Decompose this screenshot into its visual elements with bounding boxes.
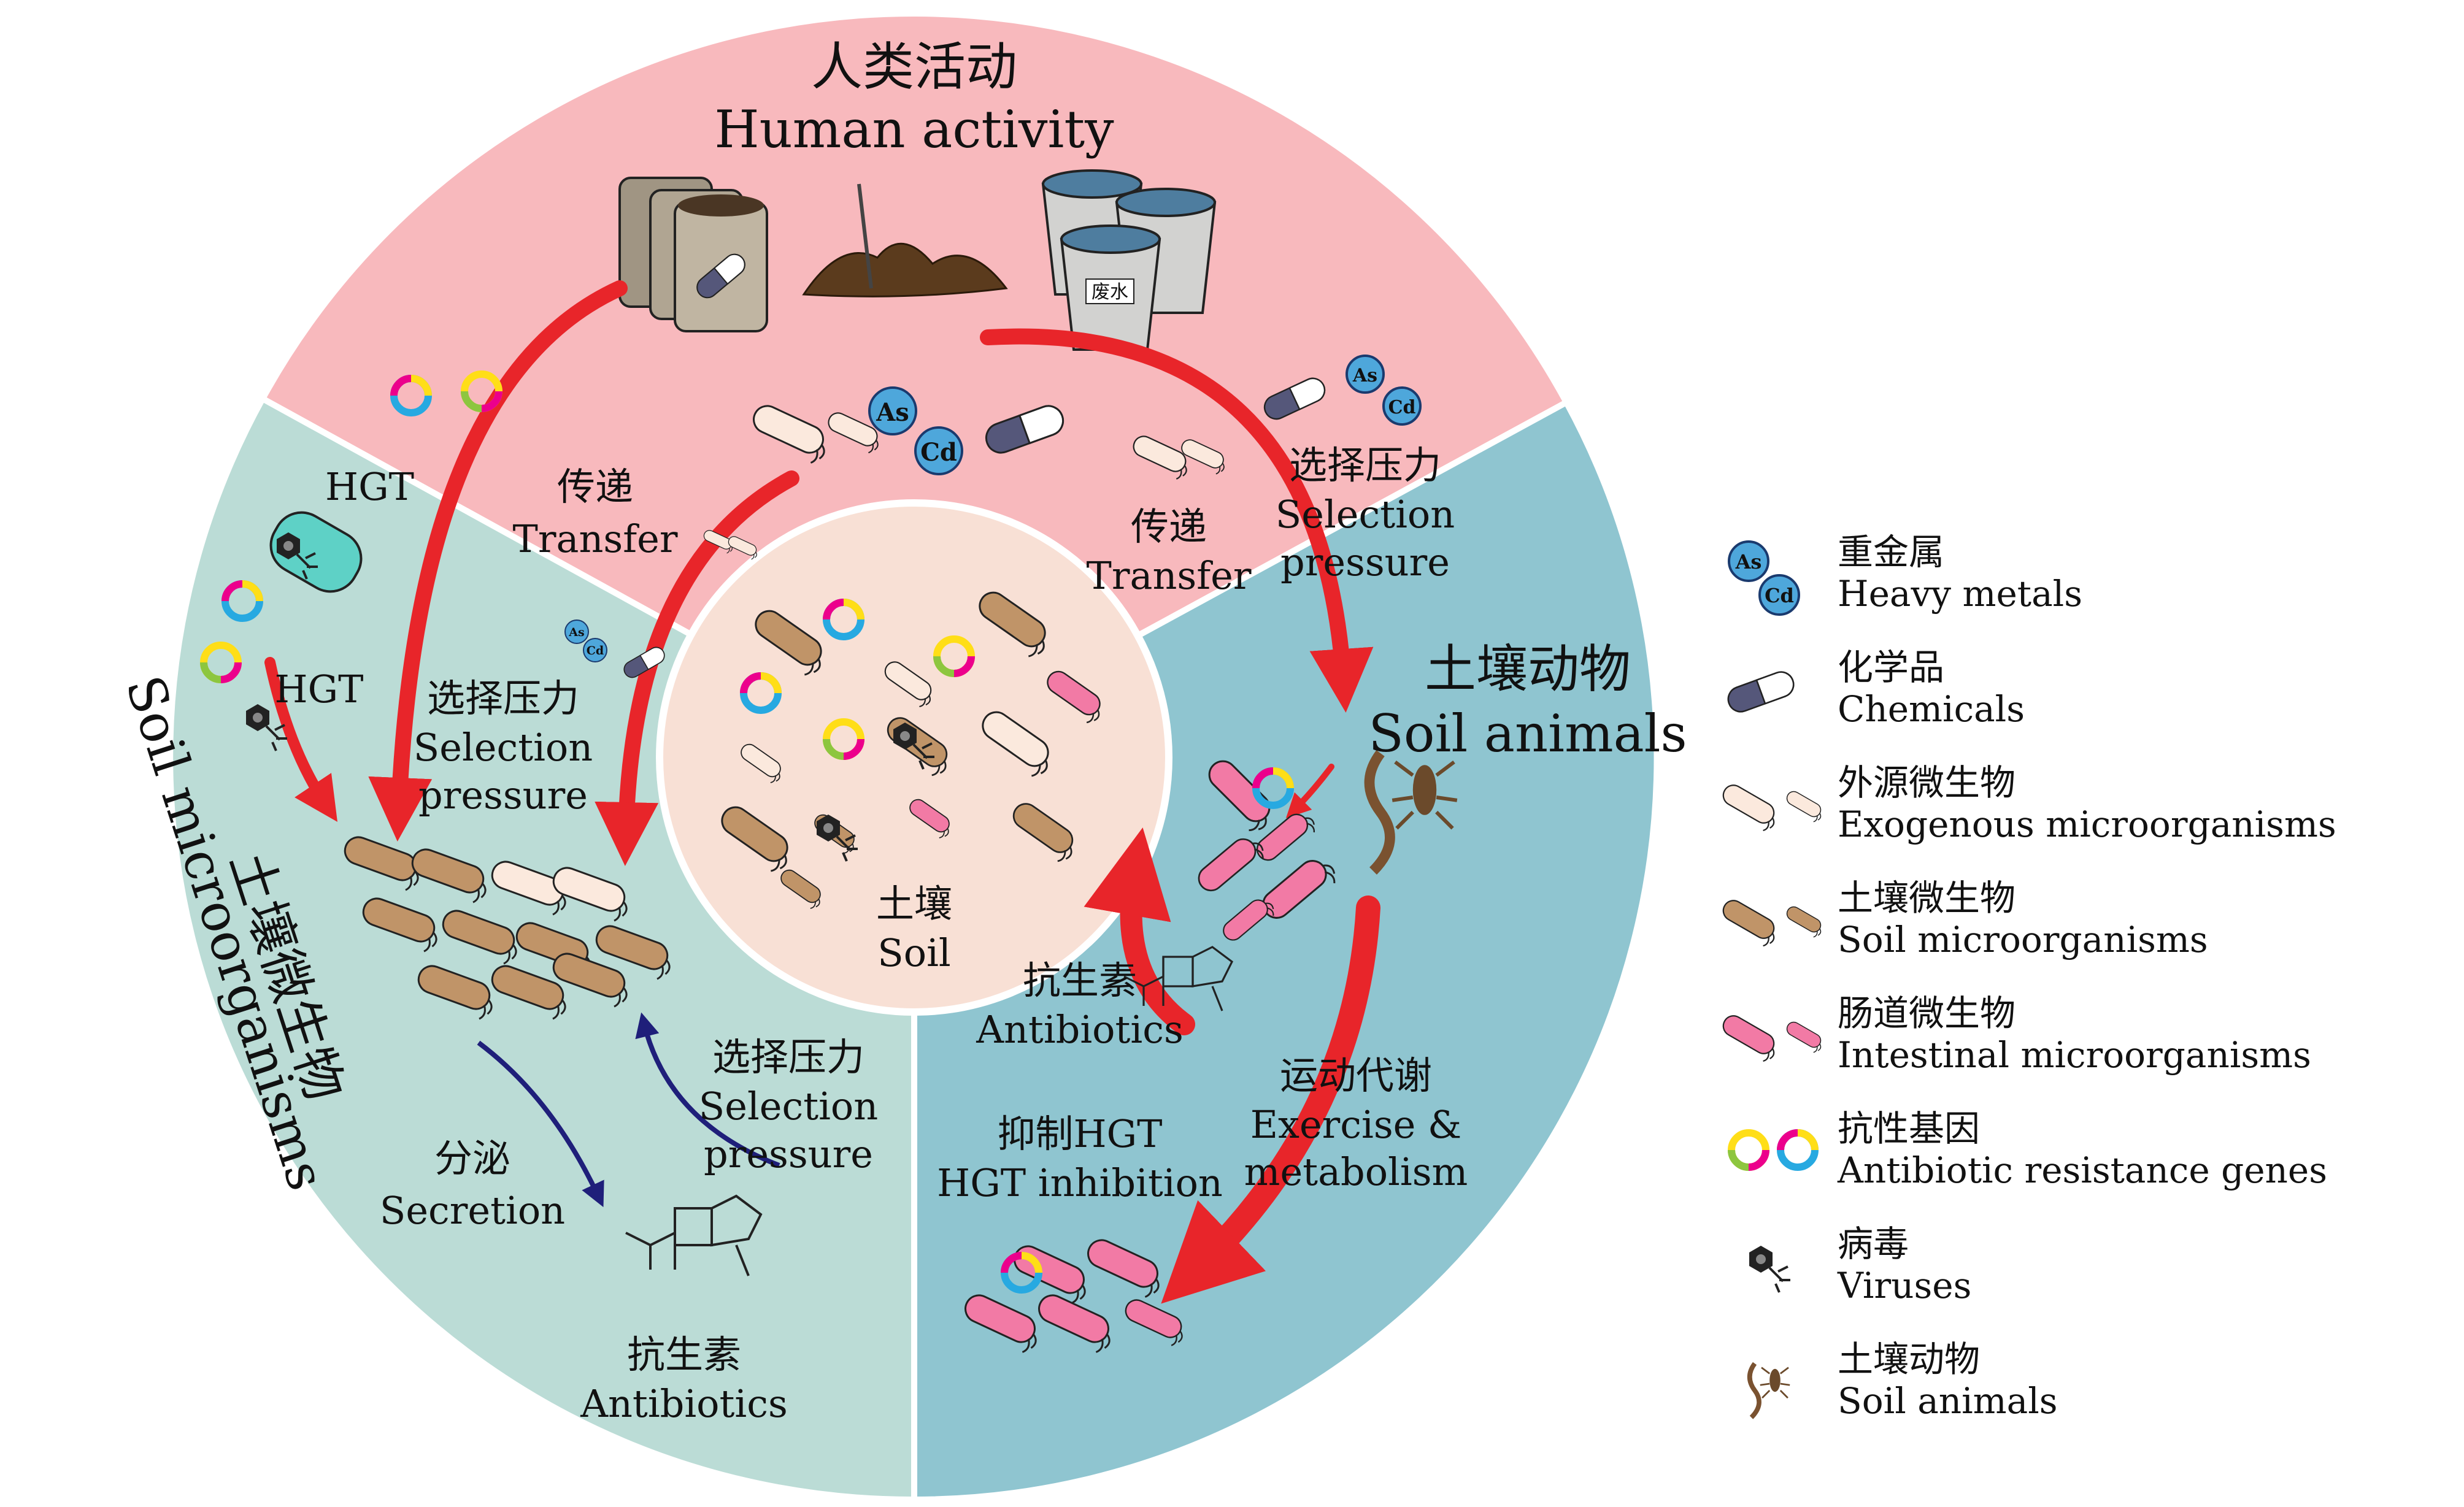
selection-left-zh: 选择压力: [427, 676, 579, 721]
svg-text:Cd: Cd: [1388, 397, 1416, 418]
svg-text:As: As: [1735, 550, 1762, 573]
virus-icon: [1748, 1244, 1792, 1294]
wastewater-label: 废水: [1091, 282, 1128, 303]
bacteriophage-infected-cell-icon: [269, 511, 363, 593]
plasmid-icon: [1731, 1133, 1815, 1167]
transfer-left-en: Transfer: [513, 516, 678, 561]
selection-left-en2: pressure: [418, 773, 588, 818]
arrow-to-microbes-2: [595, 470, 799, 866]
arrow-to-microbes-1: [368, 280, 628, 842]
intestinal-bacteria-icon: [1716, 1011, 1827, 1065]
heavy-metal-icon: As Cd: [1346, 355, 1422, 426]
navy-arrows: [477, 1012, 780, 1208]
hgt-label-2: HGT: [275, 667, 364, 711]
legend-label-en: Soil microorganisms: [1838, 919, 2208, 961]
legend-label-zh: 肠道微生物: [1838, 992, 2015, 1034]
svg-text:As: As: [568, 626, 584, 639]
legend-label-zh: 抗性基因: [1838, 1108, 1980, 1149]
legend-label-zh: 化学品: [1838, 646, 1944, 688]
legend-label-en: Exogenous microorganisms: [1838, 803, 2336, 845]
soil-animals-zh: 土壤动物: [1425, 639, 1631, 699]
svg-text:As: As: [1352, 365, 1377, 386]
svg-text:Cd: Cd: [587, 644, 604, 658]
animal-sector-items: [957, 753, 1457, 1357]
selection-bottom-zh: 选择压力: [712, 1035, 864, 1079]
legend-label-en: Intestinal microorganisms: [1838, 1034, 2311, 1076]
legend-label-zh: 外源微生物: [1838, 762, 2015, 803]
exercise-en1: Exercise &: [1250, 1102, 1462, 1147]
main-wheel: [167, 10, 1660, 1503]
svg-text:Cd: Cd: [1765, 584, 1794, 607]
fertilizer-bags-icon: [618, 177, 768, 332]
exercise-arrow: [1161, 895, 1380, 1304]
legend-label-en: Chemicals: [1838, 688, 2025, 730]
legend-label-en: Soil animals: [1838, 1380, 2058, 1422]
hgt-inhibition-zh: 抑制HGT: [998, 1111, 1163, 1156]
legend-label-en: Antibiotic resistance genes: [1837, 1149, 2327, 1191]
selection-arrow-up: [635, 1012, 780, 1168]
penicillin-structure-icon: [1123, 946, 1234, 1011]
exercise-en2: metabolism: [1244, 1149, 1468, 1194]
penicillin-structure-icon: [625, 1194, 763, 1276]
legend-label-zh: 病毒: [1838, 1223, 1909, 1265]
selection-right-zh: 选择压力: [1289, 443, 1441, 488]
antibiotics-left-en: Antibiotics: [580, 1381, 788, 1426]
legend-label-zh: 土壤动物: [1838, 1338, 1980, 1380]
transfer-right-en: Transfer: [1087, 553, 1252, 598]
center-zh: 土壤: [876, 881, 952, 926]
soil-animal-icon: [1750, 1363, 1790, 1417]
soil-animals-en: Soil animals: [1368, 704, 1687, 764]
selection-right-en2: pressure: [1280, 540, 1450, 585]
soil-bacteria-icon: [1716, 896, 1827, 950]
hgt-label-1: HGT: [325, 464, 414, 509]
antibiotics-right-zh: 抗生素: [1023, 958, 1137, 1003]
transfer-right-zh: 传递: [1131, 504, 1207, 549]
selection-bottom-en1: Selection: [699, 1084, 878, 1129]
svg-text:As: As: [876, 398, 909, 427]
microbe-sector-items: As Cd: [204, 511, 763, 1276]
red-arrows: [264, 221, 1380, 1304]
capsule-icon: [1723, 667, 1798, 716]
arrow-to-animals: [980, 328, 1374, 713]
selection-left-en1: Selection: [414, 725, 593, 770]
antibiotics-left-zh: 抗生素: [627, 1332, 741, 1377]
transfer-left-zh: 传递: [557, 464, 633, 509]
legend-label-zh: 土壤微生物: [1838, 877, 2015, 919]
exercise-zh: 运动代谢: [1280, 1053, 1432, 1098]
legend-label-en: Heavy metals: [1838, 573, 2082, 615]
secretion-en: Secretion: [380, 1188, 565, 1233]
legend-label-zh: 重金属: [1838, 531, 1944, 573]
svg-text:Cd: Cd: [920, 438, 957, 467]
secretion-arrow: [477, 1040, 604, 1208]
title-en: Human activity: [714, 99, 1114, 159]
secretion-zh: 分泌: [434, 1136, 510, 1181]
title-zh: 人类活动: [811, 37, 1017, 97]
selection-bottom-en2: pressure: [704, 1132, 873, 1176]
exogenous-bacteria-icon: [1716, 781, 1827, 835]
selection-right-en1: Selection: [1276, 492, 1455, 537]
legend-label-en: Viruses: [1837, 1265, 1971, 1306]
hgt-arrow: [264, 657, 337, 822]
antibiotics-right-en: Antibiotics: [976, 1007, 1184, 1052]
hgt-inhibition-en: HGT inhibition: [937, 1160, 1223, 1205]
heavy-metal-icon: As Cd: [868, 386, 963, 475]
animal-to-gut-arrow: [1285, 764, 1334, 819]
antibiotic-loop-arrow: [1084, 827, 1195, 1035]
center-en: Soil: [877, 930, 950, 975]
